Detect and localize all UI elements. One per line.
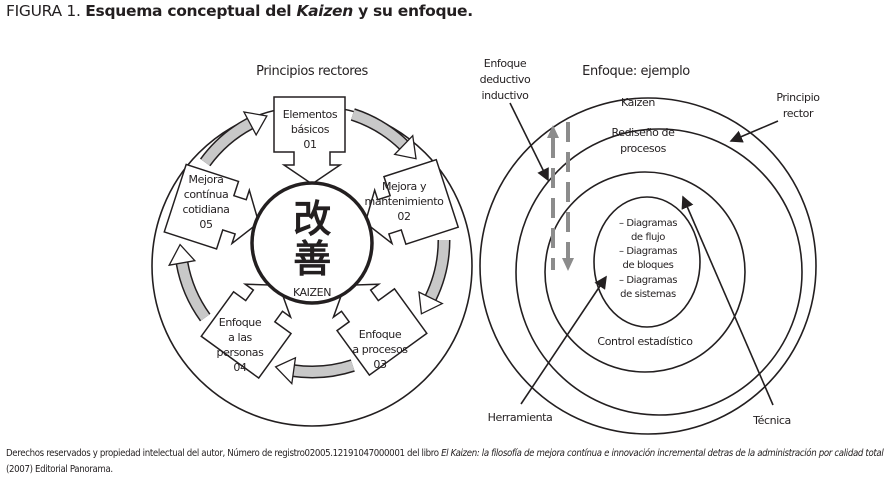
- ring-statistics-label: Control estadístico: [597, 335, 693, 348]
- ring-statistics: [544, 171, 746, 373]
- cycle-arrow: [418, 239, 451, 315]
- deductive-inductive-arrows: [547, 122, 574, 271]
- tool-label: Herramienta: [488, 411, 553, 424]
- ring-kaizen-label: Kaizen: [621, 96, 655, 109]
- principle-pointer: [729, 120, 779, 143]
- technique-label: Técnica: [752, 414, 791, 427]
- kanji-kai: 改: [293, 196, 331, 241]
- principle-box-04: [200, 283, 293, 380]
- cycle-arrow: [274, 356, 355, 385]
- deductive-pointer: [509, 102, 549, 182]
- cycle-arrow: [168, 243, 211, 322]
- title-b: y su enfoque.: [358, 2, 473, 20]
- kaizen-label: KAIZEN: [293, 286, 331, 299]
- title-italic: Kaizen: [296, 2, 353, 20]
- ring-redesign: [515, 128, 803, 416]
- ring-kaizen: [479, 97, 817, 435]
- footer-a: Derechos reservados y propiedad intelect…: [6, 448, 442, 459]
- principle-box-03: [331, 283, 428, 377]
- kaizen-circle: [250, 181, 374, 305]
- cycle-arrow: [350, 108, 417, 160]
- principle-box-02: [364, 158, 460, 246]
- tool-pointer: [520, 275, 607, 405]
- footer-book: El Kaizen: la filosofía de mejora contín…: [441, 448, 884, 459]
- ring-tools: [593, 196, 701, 328]
- figure-title: FIGURA 1. Esquema conceptual del Kaizen …: [6, 2, 473, 20]
- principle-box-05: [163, 163, 260, 250]
- title-a: Esquema conceptual del: [85, 2, 292, 20]
- cycle-arrows: [168, 108, 451, 385]
- principle-box-01: [273, 96, 346, 185]
- cycle-arrow: [199, 111, 268, 167]
- right-heading: Enfoque: ejemplo: [582, 64, 690, 79]
- left-heading: Principios rectores: [256, 64, 368, 79]
- footer-note: Derechos reservados y propiedad intelect…: [6, 446, 895, 478]
- technique-pointer: [681, 195, 774, 406]
- footer-b: (2007) Editorial Panorama.: [6, 464, 113, 475]
- kanji-zen: 善: [293, 236, 331, 281]
- figure-label: FIGURA 1.: [6, 2, 81, 20]
